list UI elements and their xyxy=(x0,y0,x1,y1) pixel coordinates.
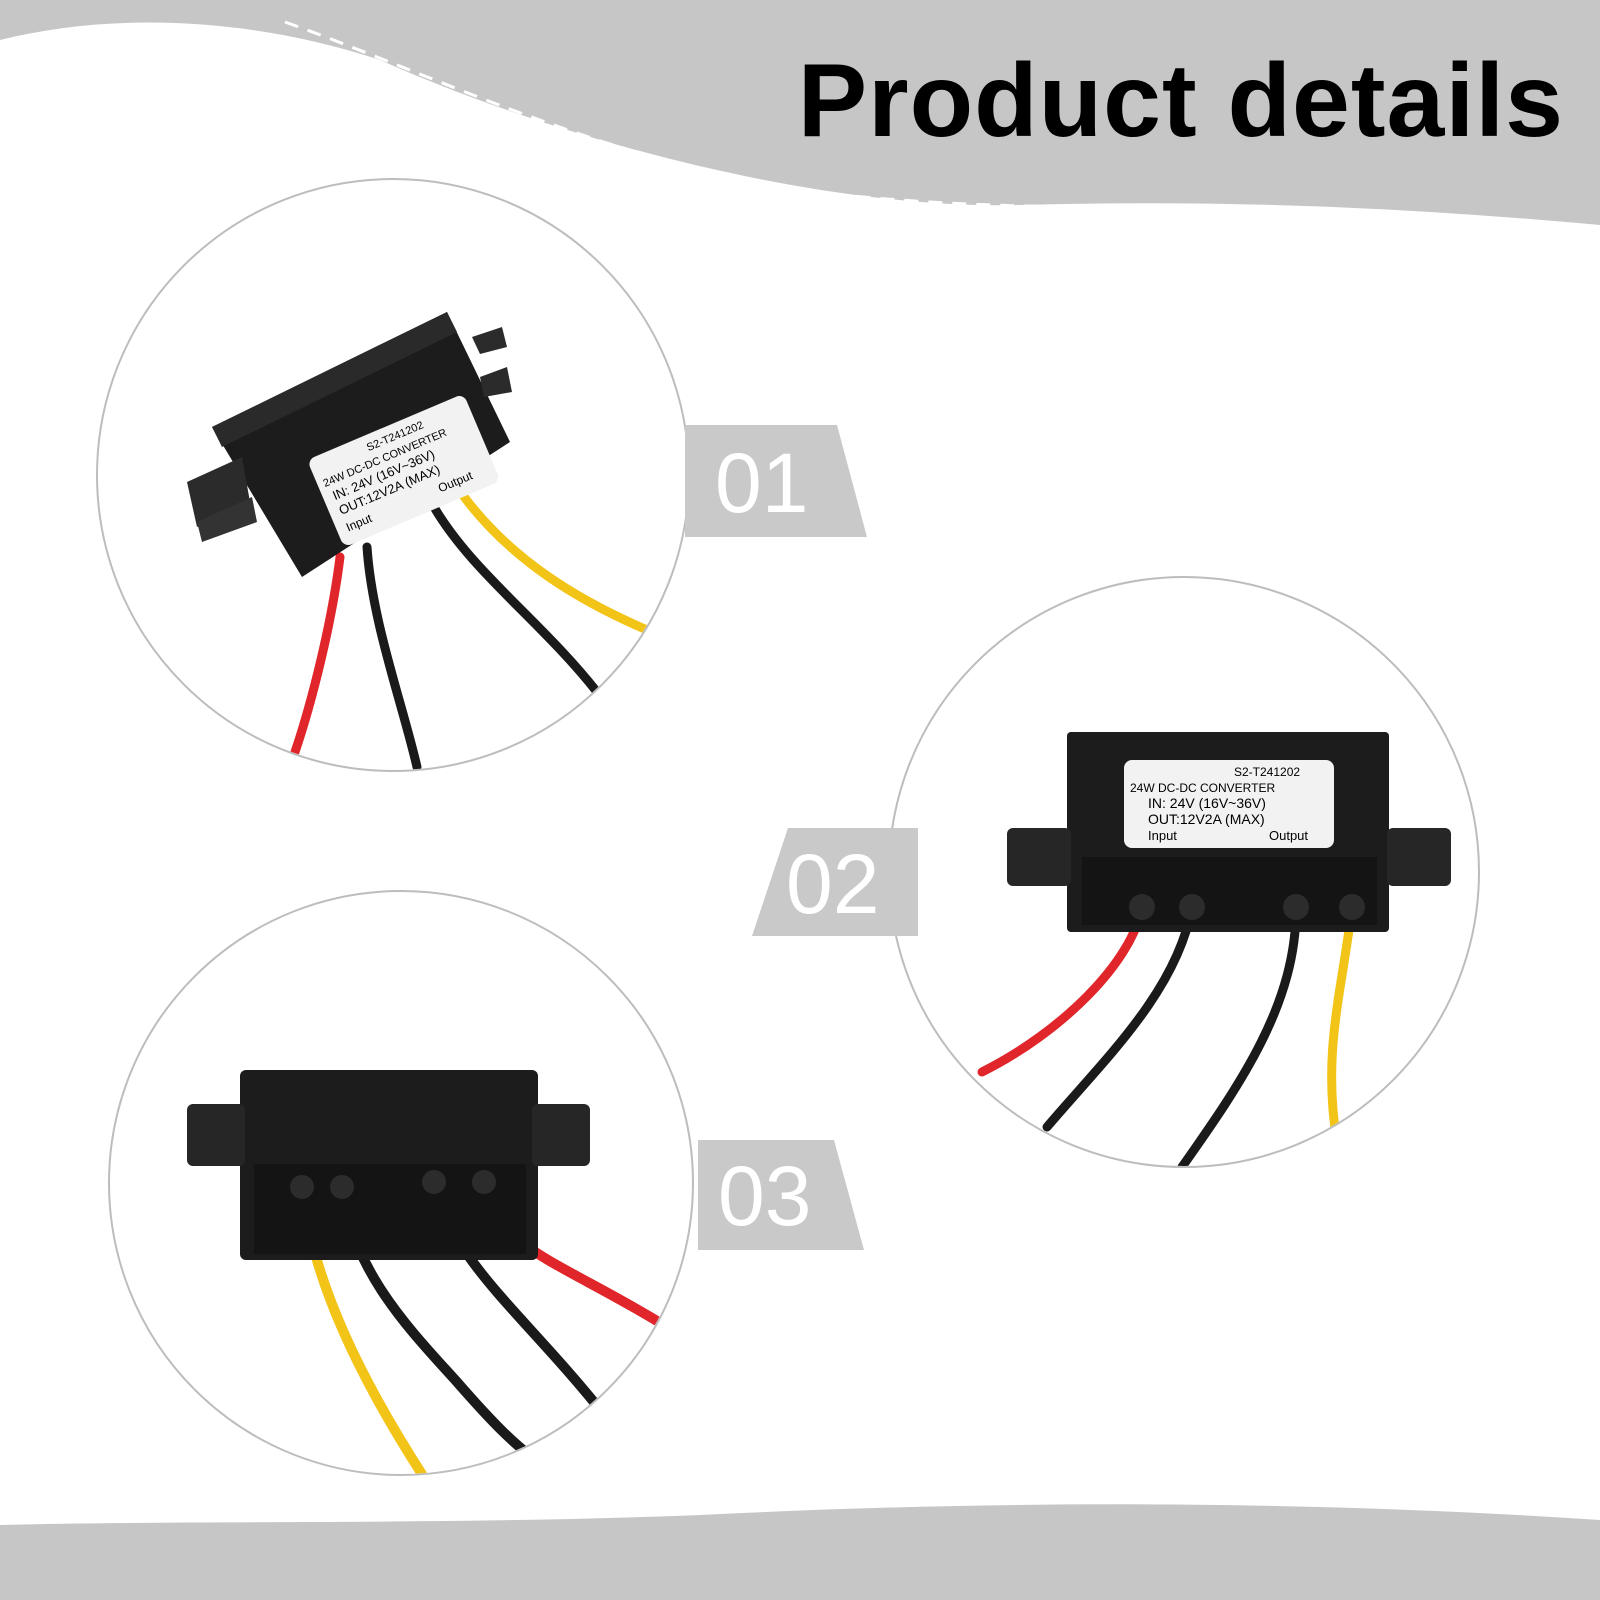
view-number-03: 03 xyxy=(718,1149,812,1243)
label-model: S2-T241202 xyxy=(1234,765,1300,779)
black-wire-b xyxy=(1177,902,1301,1166)
view-number-tag-03: 03 xyxy=(698,1140,864,1250)
label-input: Input xyxy=(1148,828,1177,843)
converter-photo-03 xyxy=(187,1070,672,1474)
top-band xyxy=(0,0,1600,225)
mounting-flange-right xyxy=(532,1104,590,1166)
black-wire-a xyxy=(1042,902,1197,1132)
page-title: Product details xyxy=(797,43,1564,159)
spec-label xyxy=(1124,760,1334,848)
view-circle-03 xyxy=(108,890,694,1476)
label-output: Output xyxy=(1269,828,1308,843)
mounting-flange-left xyxy=(187,1104,245,1166)
converter-photo-01: S2-T241202 24W DC-DC CONVERTER IN: 24V (… xyxy=(187,312,652,770)
view-circle-01: S2-T241202 24W DC-DC CONVERTER IN: 24V (… xyxy=(96,178,690,772)
bottom-band xyxy=(0,1504,1600,1600)
red-wire xyxy=(290,552,345,757)
yellow-wire xyxy=(1327,902,1357,1147)
black-wire-b xyxy=(429,502,602,697)
spec-label xyxy=(309,396,499,545)
view-number-01: 01 xyxy=(715,436,809,530)
label-line2: IN: 24V (16V~36V) xyxy=(1148,795,1266,811)
yellow-wire xyxy=(457,489,652,635)
top-band-dashes xyxy=(284,20,1201,209)
black-wire-a xyxy=(362,542,422,770)
mounting-flange-right xyxy=(1387,828,1451,886)
view-circle-02: S2-T241202 24W DC-DC CONVERTER IN: 24V (… xyxy=(888,576,1480,1168)
label-line3: OUT:12V2A (MAX) xyxy=(1148,811,1265,827)
view-number-02: 02 xyxy=(786,837,880,931)
label-line1: 24W DC-DC CONVERTER xyxy=(1130,781,1275,795)
view-number-tag-02: 02 xyxy=(752,828,918,936)
converter-photo-02: S2-T241202 24W DC-DC CONVERTER IN: 24V (… xyxy=(977,732,1451,1166)
mounting-flange-left xyxy=(1007,828,1071,886)
view-number-tag-01: 01 xyxy=(685,425,867,537)
